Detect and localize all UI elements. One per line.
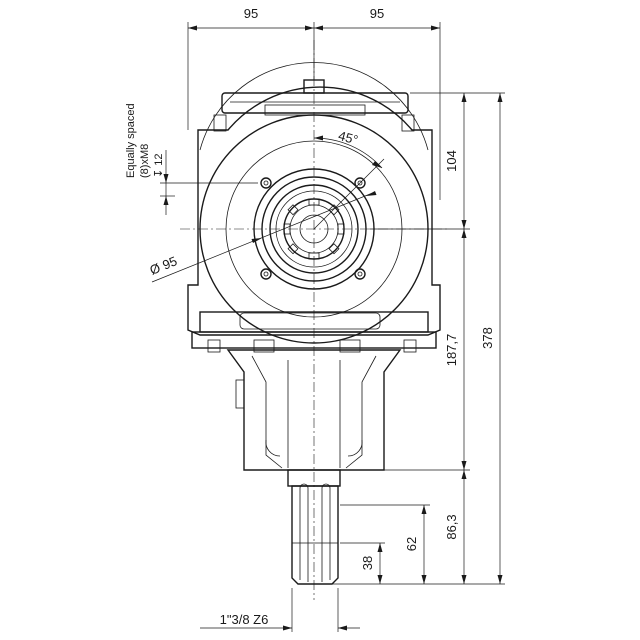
dim-378: 378: [480, 327, 495, 349]
dim-104: 104: [444, 150, 459, 172]
right-dimension-lines: [300, 92, 505, 585]
note-bolt-spec: (8)xM8: [139, 144, 151, 178]
note-equally-spaced: Equally spaced: [125, 103, 137, 178]
dim-angle-45: 45°: [337, 128, 360, 148]
dim-top-left: 95: [244, 6, 258, 21]
dim-diameter-95: Ø 95: [148, 253, 180, 277]
spline-dimension: [200, 588, 360, 632]
angle-dimension: [313, 135, 385, 230]
bolt-note: Equally spaced (8)xM8 ↧ 12: [125, 103, 165, 178]
top-dimension-lines: [187, 22, 441, 200]
center-lines: [180, 40, 448, 600]
dim-62: 62: [404, 537, 419, 551]
diameter-leader: [151, 191, 377, 283]
dim-86-3: 86,3: [444, 514, 459, 539]
dim-top-right: 95: [370, 6, 384, 21]
dim-187-7: 187,7: [444, 334, 459, 367]
dim-spline-spec: 1"3/8 Z6: [220, 612, 269, 627]
bolt-note-leader: [160, 150, 258, 215]
note-depth: ↧ 12: [153, 153, 165, 178]
dim-38: 38: [360, 556, 375, 570]
